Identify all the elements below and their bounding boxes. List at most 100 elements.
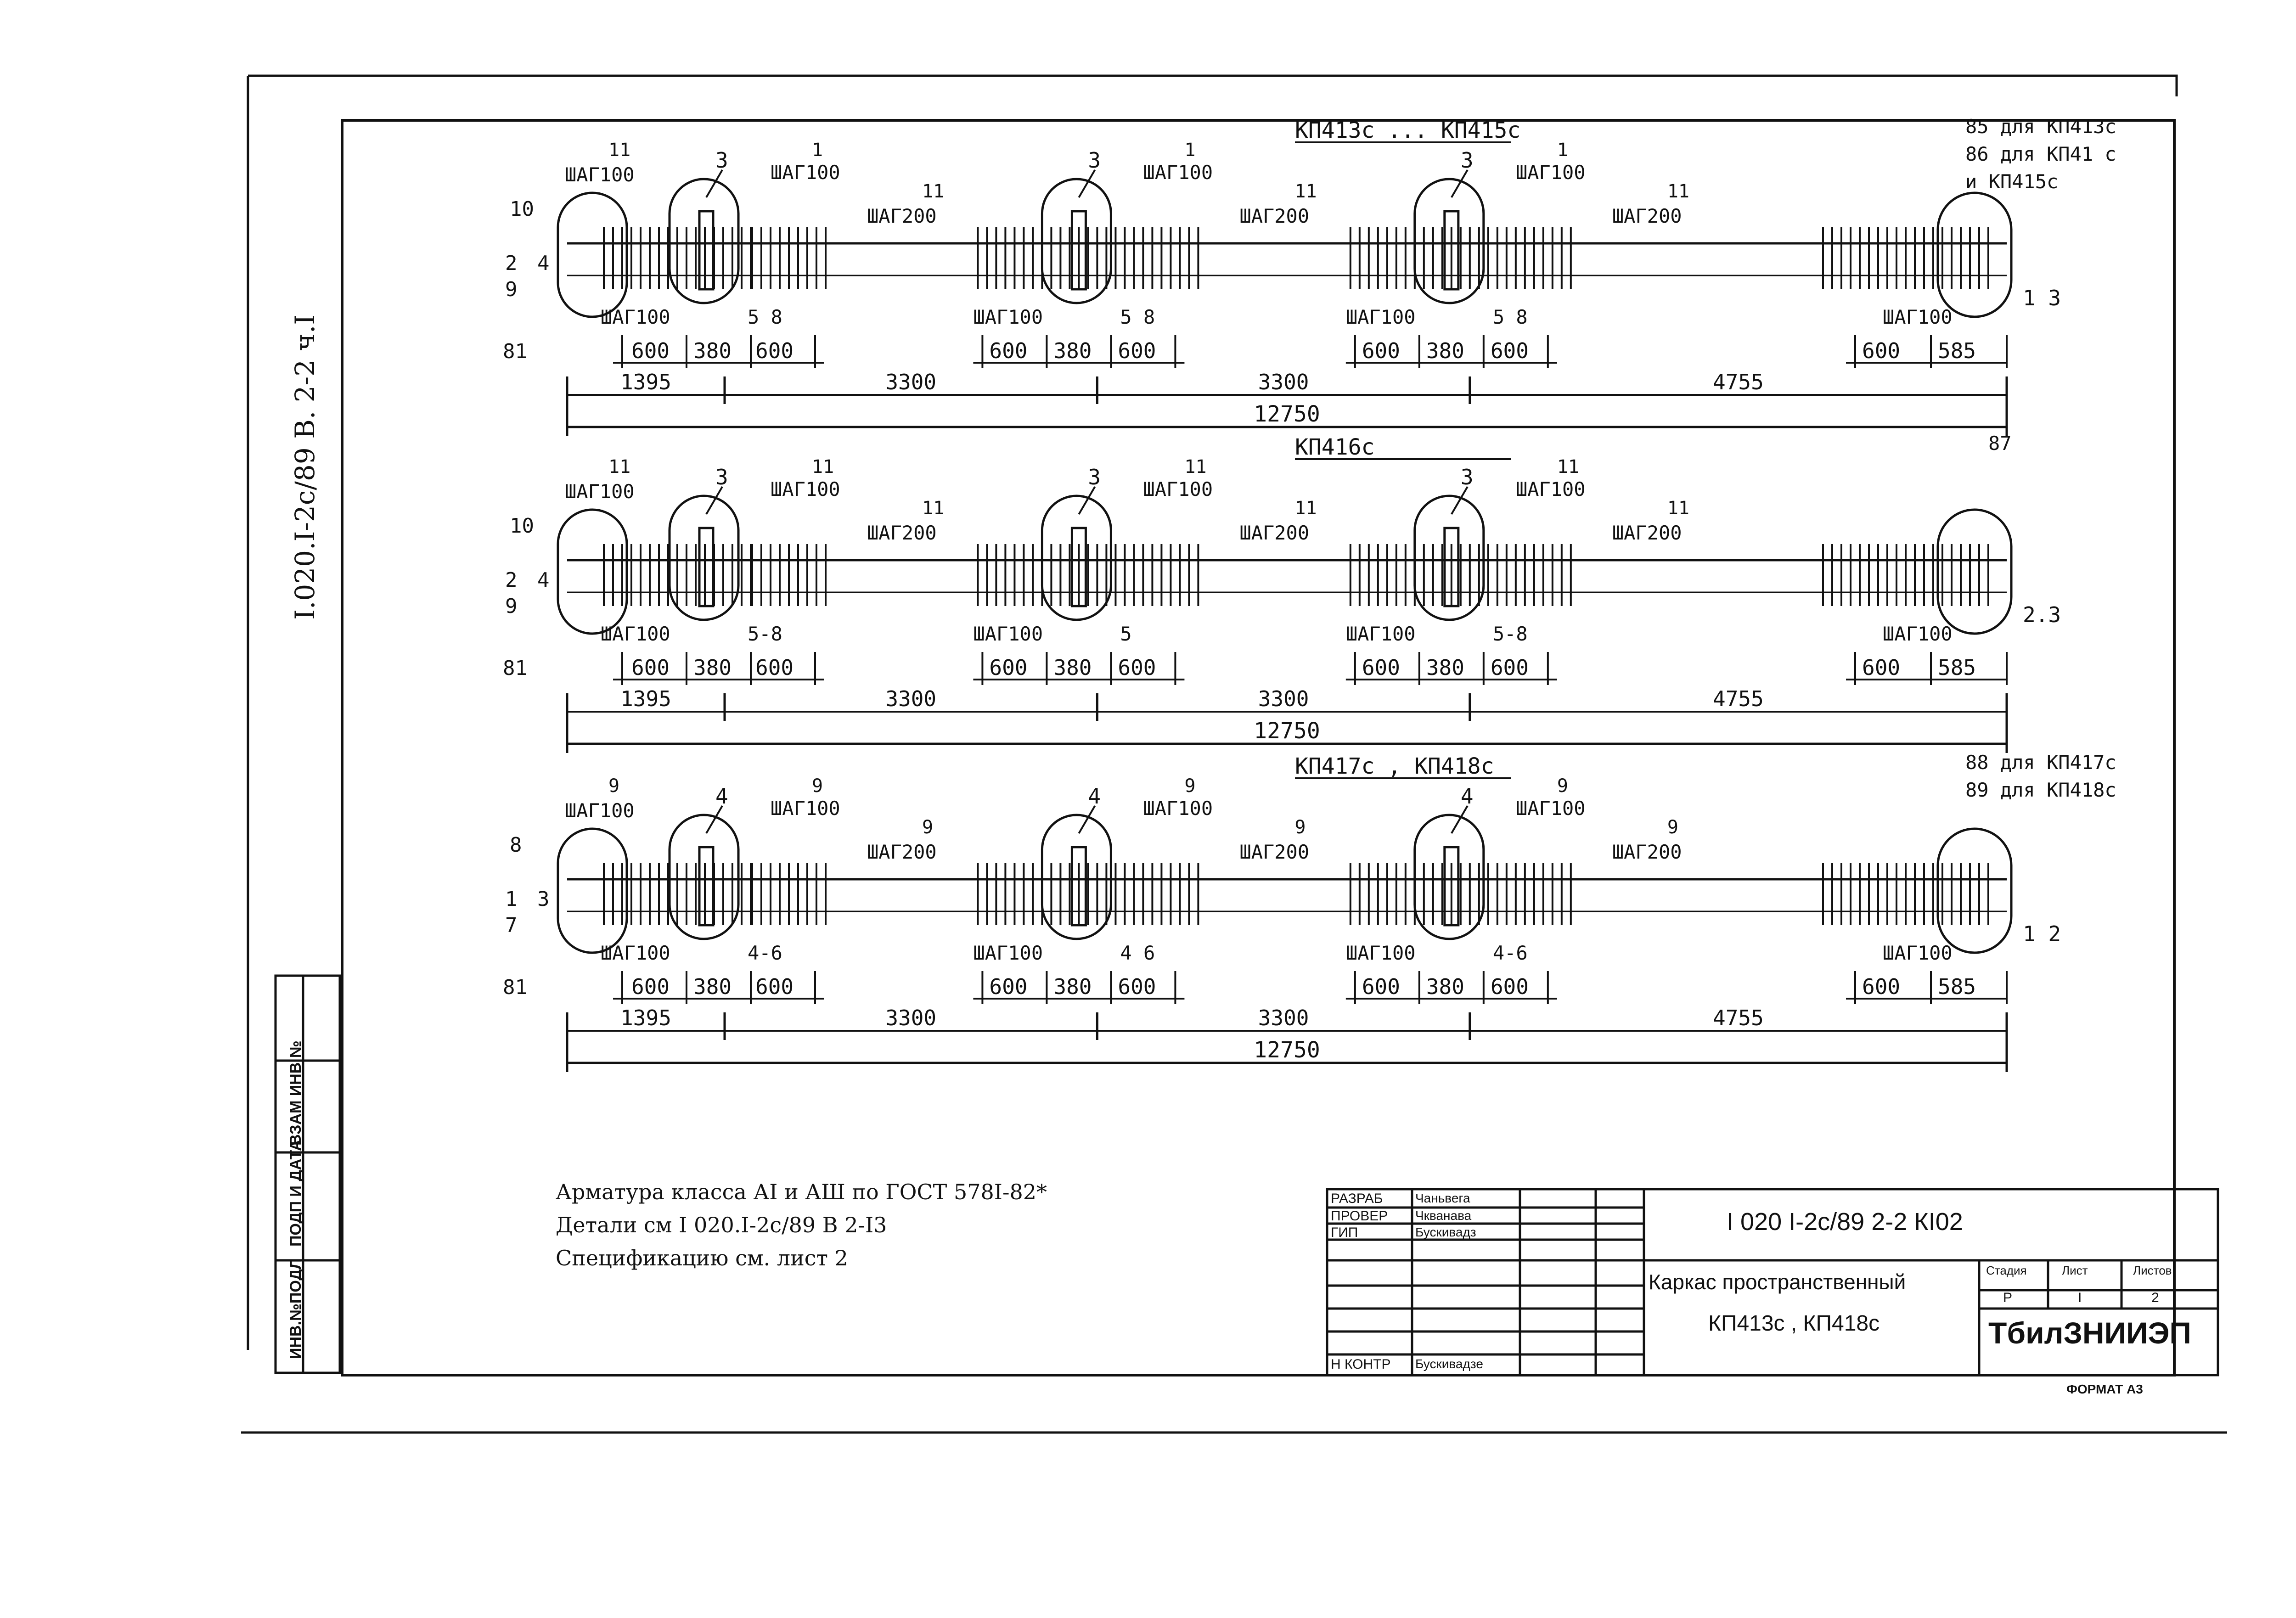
right-mark: 89 для КП418с [1965, 779, 2116, 801]
outer-border [241, 74, 2227, 1434]
step-label-right: ШАГ100 [1883, 623, 1953, 645]
left-mark: 10 [510, 514, 534, 538]
bar-label: ШАГ100 [771, 161, 840, 184]
bar-label: ШАГ100 [1516, 797, 1586, 820]
node-bottom-label: 5 8 [1120, 306, 1155, 328]
notes-block: Арматура класса АI и АШ по ГОСТ 578I-82*… [556, 1175, 1047, 1275]
bar-label: 1 [812, 140, 823, 161]
role-razrab: РАЗРАБ [1331, 1191, 1383, 1206]
left-mark: 2 [505, 252, 518, 275]
sub-dim-value: 600 [631, 655, 670, 680]
bar-label: ШАГ200 [867, 205, 937, 227]
right-mark: 85 для КП413с [1965, 115, 2116, 138]
leader-line [705, 486, 723, 515]
main-dim-value: 1395 [620, 370, 671, 394]
sub-dim-value: 380 [693, 655, 732, 680]
sub-dim-value: 600 [1362, 974, 1400, 999]
bar-label: ШАГ200 [1612, 841, 1682, 863]
bar-label: ШАГ200 [1239, 841, 1309, 863]
sheets-header: Листов [2133, 1264, 2172, 1277]
step-label: ШАГ100 [1346, 942, 1416, 964]
right-mark: и КП415с [1965, 170, 2058, 193]
left-mark: 2 [505, 568, 518, 592]
diagram-title: КП413с ... КП415с [1295, 118, 1520, 143]
left-mark: 81 [503, 340, 527, 363]
leader-line [705, 805, 723, 834]
left-mark: 3 [537, 888, 550, 911]
end-mark: 2.3 [2023, 602, 2061, 627]
sub-dim-value: 600 [1118, 974, 1156, 999]
right-mark: 88 для КП417с [1965, 751, 2116, 774]
node-oval [1413, 814, 1485, 940]
step-label: ШАГ100 [973, 623, 1043, 645]
node-mark: 4 [1461, 784, 1474, 809]
node-mark: 4 [1088, 784, 1101, 809]
stamp-label-podp-data: ПОДП И ДАТА [287, 1140, 304, 1247]
node-plate [1443, 210, 1460, 291]
node-oval [668, 494, 740, 621]
node-mark: 3 [1088, 465, 1101, 489]
node-bottom-label: 4-6 [748, 942, 782, 964]
document-code: I 020 I-2с/89 2-2 КI02 [1727, 1208, 1963, 1236]
bar-label: 9 [1184, 775, 1195, 797]
bar-label: 1 [1184, 140, 1195, 161]
name-prover: Чкванава [1415, 1208, 1472, 1223]
bar-label: ШАГ200 [1612, 205, 1682, 227]
sub-dim-value: 380 [1426, 974, 1464, 999]
main-dim-value: 4755 [1713, 1006, 1764, 1030]
bar-label: 1 [1557, 140, 1568, 161]
note-line: Спецификацию см. лист 2 [556, 1246, 848, 1270]
leader-line [1078, 169, 1096, 198]
end-oval-left [557, 191, 628, 318]
left-mark: 81 [503, 657, 527, 680]
node-oval [1413, 178, 1485, 304]
node-oval [1041, 494, 1112, 621]
bar-label: ШАГ100 [771, 478, 840, 500]
end-oval-right [1936, 508, 2013, 635]
left-mark: 10 [510, 197, 534, 221]
node-mark: 3 [715, 148, 728, 173]
sub-dim-value: 600 [755, 338, 793, 363]
node-oval [668, 178, 740, 304]
node-oval [1041, 178, 1112, 304]
bar-label: 11 [608, 456, 630, 478]
bar-label: 11 [922, 181, 944, 202]
bar-label: 11 [1667, 181, 1689, 202]
sheet-header: Лист [2062, 1264, 2088, 1277]
main-dim-value: 3300 [885, 686, 936, 711]
end-oval-left [557, 508, 628, 635]
left-mark: 4 [537, 568, 550, 592]
node-plate [698, 527, 715, 607]
role-gip: ГИП [1331, 1225, 1358, 1240]
main-dim-value: 3300 [885, 370, 936, 394]
bar-label: 11 [1184, 456, 1206, 478]
title-line-2: КП413с , КП418с [1708, 1311, 1880, 1336]
bar-label: ШАГ100 [565, 163, 635, 186]
role-prover: ПРОВЕР [1331, 1208, 1388, 1224]
sub-dim-value: 600 [1118, 655, 1156, 680]
title-block-grid [1326, 1188, 2219, 1376]
node-mark: 4 [715, 784, 728, 809]
sub-dim-value: 585 [1938, 974, 1976, 999]
sub-dim-value: 380 [1426, 655, 1464, 680]
stamp-label-vzam-inv: ВЗАМ ИНВ № [287, 1040, 304, 1146]
node-oval [1413, 494, 1485, 621]
bar-label: 11 [1557, 456, 1579, 478]
step-label-right: ШАГ100 [1883, 942, 1953, 964]
node-mark: 3 [715, 465, 728, 489]
sheet-value: I [2078, 1290, 2082, 1305]
node-plate [1070, 210, 1087, 291]
main-dim-value: 4755 [1713, 370, 1764, 394]
name-n-kontr: Бускивадзе [1415, 1357, 1483, 1371]
name-gip: Бускивадз [1415, 1225, 1476, 1239]
sub-dim-value: 600 [989, 655, 1027, 680]
step-label: ШАГ100 [973, 942, 1043, 964]
node-plate [1443, 846, 1460, 927]
bar-label: ШАГ100 [1143, 797, 1213, 820]
main-dim-value: 4755 [1713, 686, 1764, 711]
end-mark: 1 3 [2023, 286, 2061, 310]
node-plate [1070, 846, 1087, 927]
bar-label: 9 [608, 775, 619, 797]
